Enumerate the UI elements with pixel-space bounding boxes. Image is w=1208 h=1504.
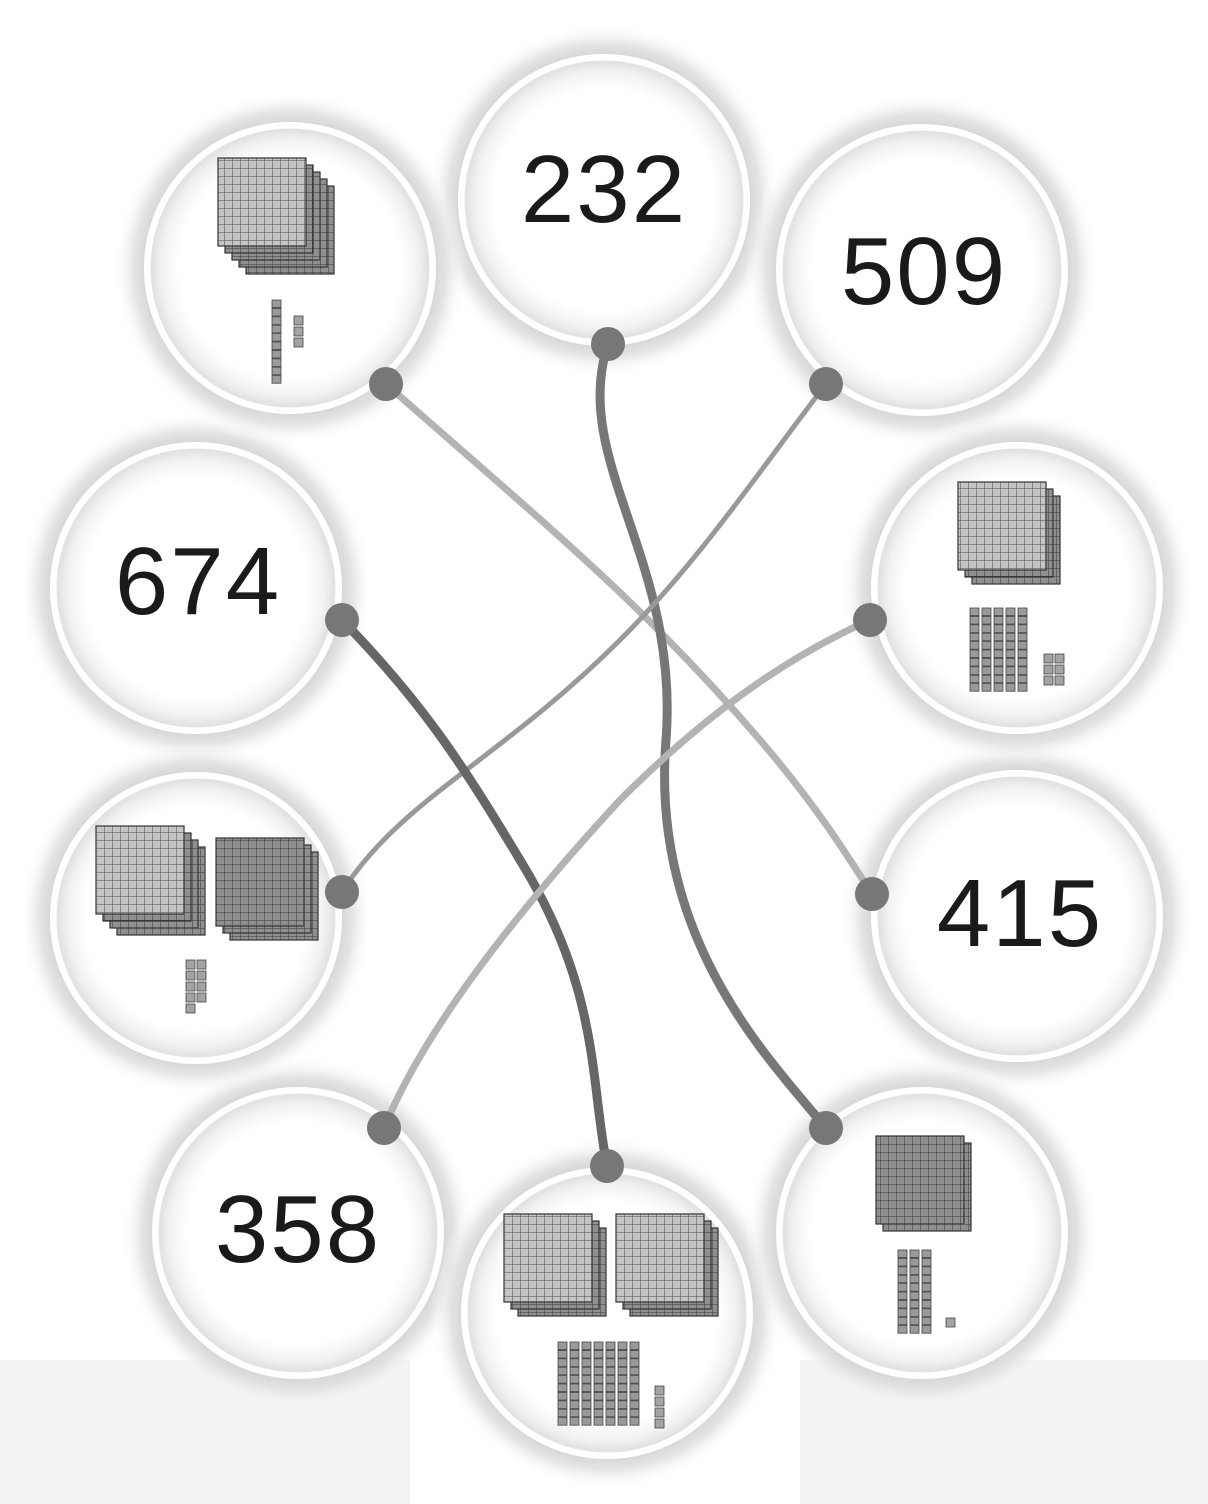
number-circle-358: 358 xyxy=(150,1085,446,1381)
wire-endpoint-dot xyxy=(325,603,359,637)
number-label: 415 xyxy=(937,860,1103,967)
connection-wire xyxy=(339,381,829,895)
blocks-circle xyxy=(774,1085,1070,1381)
number-label: 509 xyxy=(841,218,1007,325)
wire-endpoint-dot xyxy=(367,1111,401,1145)
hundred-flat xyxy=(957,481,1047,571)
blocks-circle xyxy=(869,440,1165,736)
wire-endpoint-dot xyxy=(809,367,843,401)
tens-rods xyxy=(969,607,1028,692)
connection-wire xyxy=(337,615,612,1171)
blocks-circle xyxy=(142,120,438,416)
hundred-flat xyxy=(503,1213,593,1303)
hundred-flat xyxy=(95,825,185,915)
number-circle-415: 415 xyxy=(869,768,1165,1064)
ones-cubes xyxy=(293,315,304,348)
blocks-circle xyxy=(459,1165,755,1461)
wire-endpoint-dot xyxy=(853,603,887,637)
wire-endpoint-dot xyxy=(590,1149,624,1183)
wire-endpoint-dot xyxy=(325,875,359,909)
wire-endpoint-dot xyxy=(809,1111,843,1145)
ones-cubes xyxy=(654,1385,665,1429)
wire-endpoint-dot xyxy=(855,877,889,911)
connection-wire xyxy=(382,380,876,898)
number-label: 232 xyxy=(521,136,687,243)
hundred-flat xyxy=(217,157,307,247)
tens-rods xyxy=(897,1249,932,1334)
tens-rods xyxy=(271,299,282,384)
number-label: 358 xyxy=(215,1176,381,1283)
hundred-flat xyxy=(215,837,305,927)
hundred-flat xyxy=(615,1213,705,1303)
connection-wire xyxy=(595,339,831,1133)
connection-wire xyxy=(380,616,874,1132)
number-circle-509: 509 xyxy=(774,122,1070,418)
ones-cubes xyxy=(945,1317,956,1328)
ones-cubes xyxy=(185,959,207,1014)
ones-cubes xyxy=(1043,653,1065,686)
wire-endpoint-dot xyxy=(591,327,625,361)
circles: 232 509 674 415 358 xyxy=(48,52,1165,1461)
number-circle-674: 674 xyxy=(48,440,344,736)
blocks-circle xyxy=(48,770,344,1066)
hundred-flat xyxy=(875,1135,965,1225)
wire-endpoint-dot xyxy=(369,367,403,401)
tens-rods xyxy=(557,1341,640,1426)
number-label: 674 xyxy=(115,528,281,635)
connection-dots xyxy=(325,327,889,1183)
connection-wires xyxy=(337,339,876,1171)
number-circle-232: 232 xyxy=(456,52,752,348)
